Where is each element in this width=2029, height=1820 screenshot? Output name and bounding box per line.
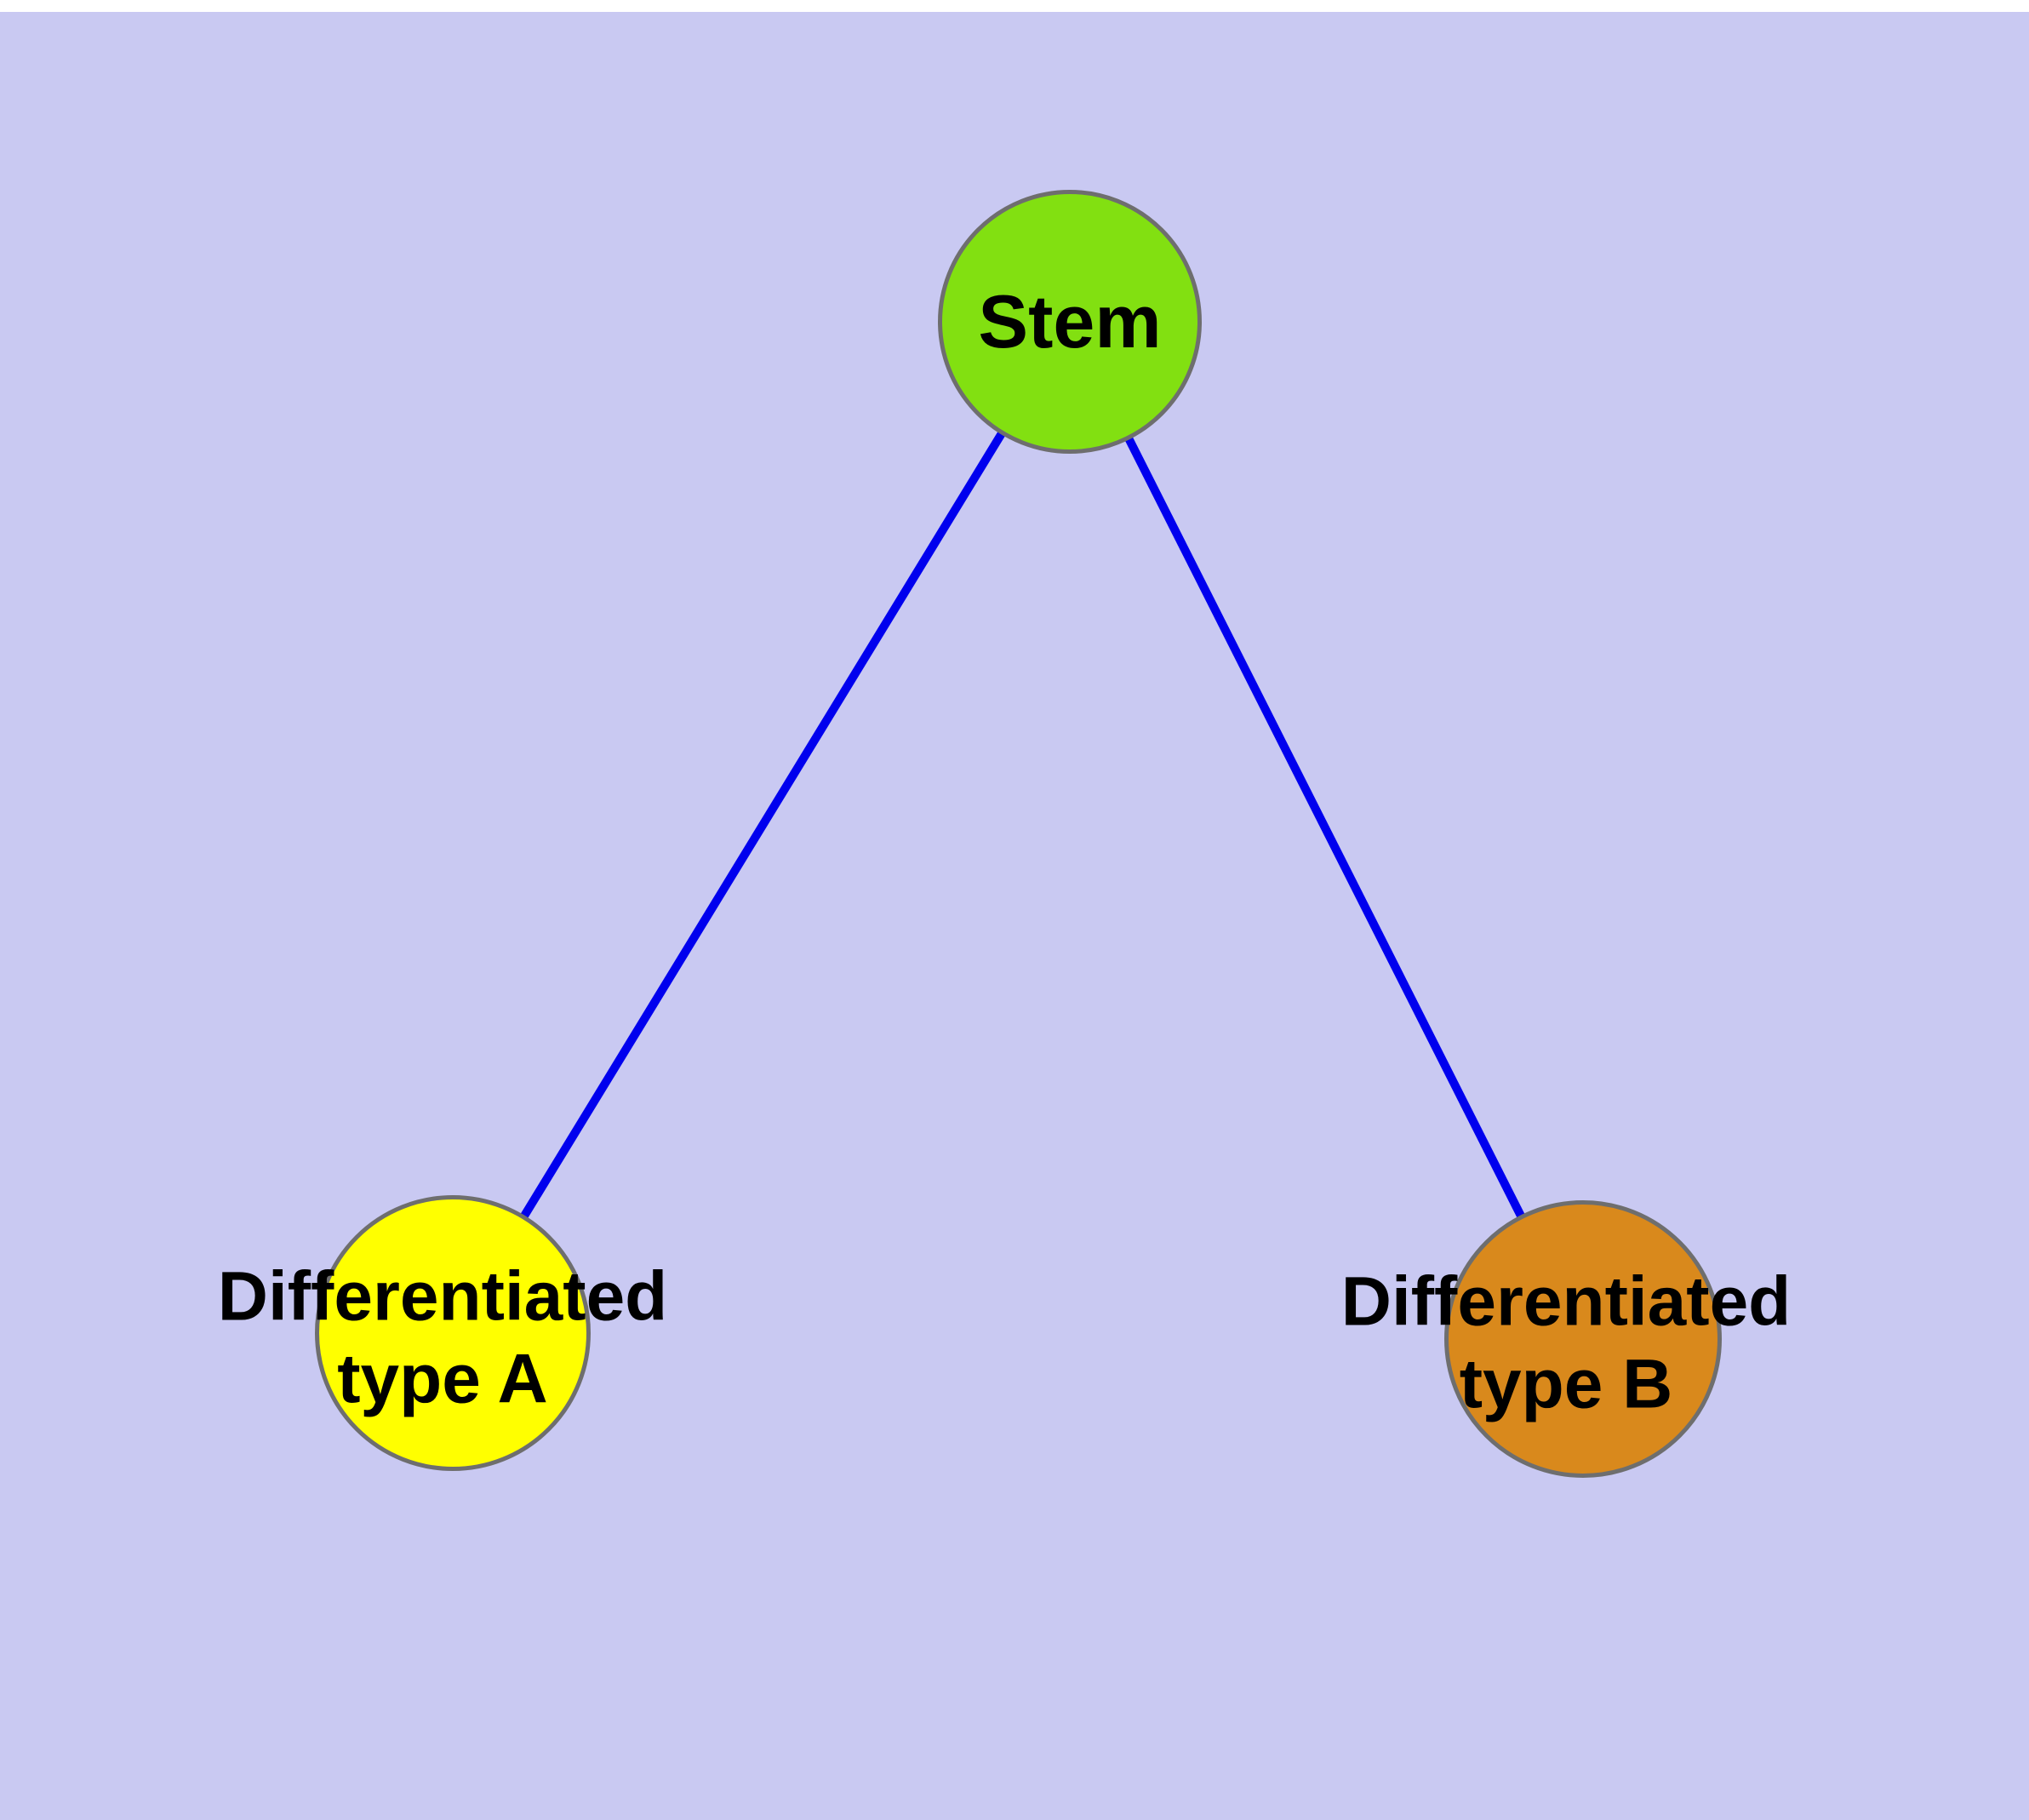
node-stem-label: Stem (978, 279, 1162, 364)
edge-stem-to-diff-b (1066, 319, 1587, 1342)
node-differentiated-type-b (1444, 1200, 1722, 1478)
edge-stem-to-diff-a (449, 319, 1074, 1336)
top-margin-strip (0, 0, 2029, 12)
node-differentiated-type-a (315, 1195, 591, 1471)
node-differentiated-type-b-label: Differentiated type B (1341, 1261, 1792, 1426)
node-differentiated-type-b-label-line2: type B (1459, 1345, 1673, 1422)
node-stem (938, 190, 1202, 454)
node-differentiated-type-a-label-line2: type A (337, 1340, 548, 1417)
node-differentiated-type-a-label: Differentiated type A (218, 1256, 668, 1421)
node-differentiated-type-b-label-line1: Differentiated (1340, 1262, 1792, 1341)
node-differentiated-type-a-label-line1: Differentiated (217, 1257, 668, 1336)
